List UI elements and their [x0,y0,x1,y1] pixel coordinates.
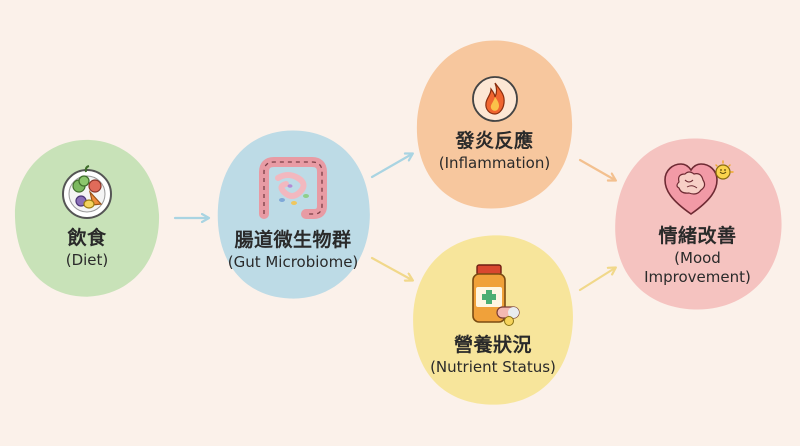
arrow-gut-to-inflammation [370,154,412,179]
node-label-en: (Diet) [65,251,109,270]
intestine-icon [259,157,327,220]
arrow-nutrient-to-mood [578,268,615,292]
node-gut-microbiome: 腸道微生物群 (Gut Microbiome) [213,127,373,302]
food-plate-icon [62,165,112,220]
node-label-zh: 營養狀況 [453,333,532,356]
node-inflammation: 發炎反應 (Inflammation) [412,37,577,212]
node-diet: 飲食 (Diet) [12,135,162,300]
node-label-en: (Nutrient Status) [430,357,556,376]
node-label-en: (Gut Microbiome) [227,253,359,272]
flame-icon [471,76,518,123]
arrow-gut-to-nutrient [370,256,412,280]
node-label-zh: 飲食 [67,227,107,250]
mood-blob [615,138,782,310]
node-label-zh: 發炎反應 [455,130,534,153]
node-mood-improvement: 情緒改善 (Mood Improvement) [610,135,785,313]
brain-heart-icon [663,160,734,216]
node-label-zh: 腸道微生物群 [234,229,352,252]
arrow-inflammation-to-mood [578,158,615,180]
inflammation-blob [416,40,573,209]
gut-blob [217,130,370,299]
supplement-bottle-icon [472,264,520,326]
node-label-en: (Mood Improvement) [644,248,751,287]
node-label-en: (Inflammation) [438,154,551,173]
node-label-zh: 情緒改善 [658,225,737,248]
node-nutrient-status: 營養狀況 (Nutrient Status) [408,230,578,410]
